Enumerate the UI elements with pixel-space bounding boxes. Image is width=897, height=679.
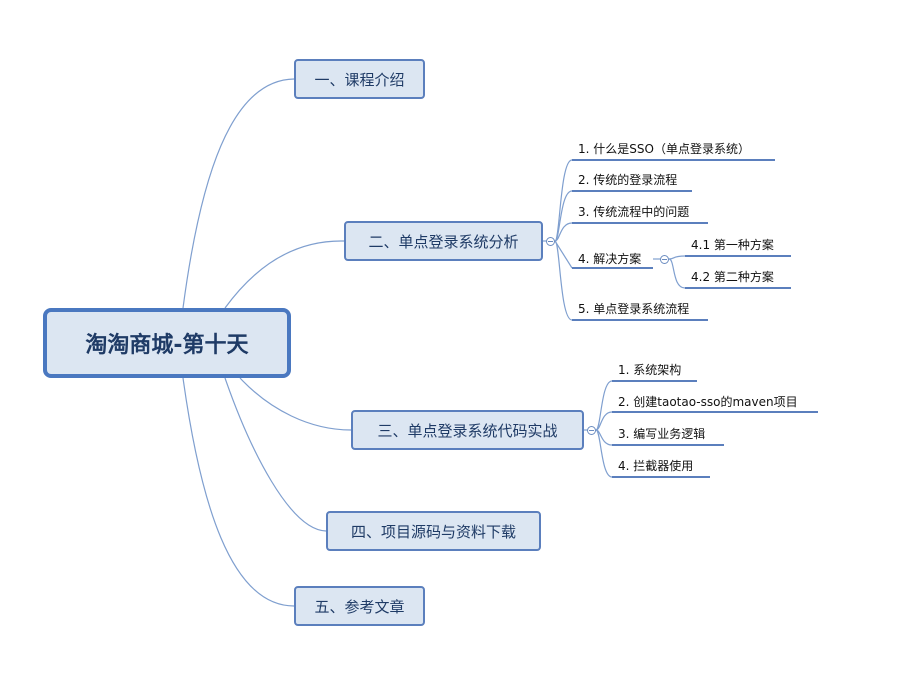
root-node[interactable]: 淘淘商城-第十天	[43, 308, 291, 378]
subtopic-solution-1[interactable]: 4.1 第一种方案	[691, 238, 774, 252]
topic-references[interactable]: 五、参考文章	[294, 586, 425, 626]
subtopic-sso-flow[interactable]: 5. 单点登录系统流程	[578, 302, 690, 316]
subtopic-solution-2[interactable]: 4.2 第二种方案	[691, 270, 774, 284]
topic-sso-analysis[interactable]: 二、单点登录系统分析	[344, 221, 543, 261]
subtopic-traditional-problems[interactable]: 3. 传统流程中的问题	[578, 205, 690, 219]
topic-label: 四、项目源码与资料下载	[350, 522, 516, 541]
subtopic-architecture[interactable]: 1. 系统架构	[618, 363, 682, 377]
collapse-toggle-icon[interactable]	[660, 255, 669, 264]
subtopic-create-project[interactable]: 2. 创建taotao-sso的maven项目	[618, 395, 798, 409]
subtopic-solution[interactable]: 4. 解决方案	[578, 252, 642, 266]
topic-label: 三、单点登录系统代码实战	[377, 421, 558, 440]
topic-label: 五、参考文章	[314, 597, 405, 616]
collapse-toggle-icon[interactable]	[587, 426, 596, 435]
topic-label: 一、课程介绍	[314, 70, 405, 89]
subtopic-interceptor[interactable]: 4. 拦截器使用	[618, 459, 694, 473]
subtopic-traditional-login[interactable]: 2. 传统的登录流程	[578, 173, 678, 187]
collapse-toggle-icon[interactable]	[546, 237, 555, 246]
topic-sso-code[interactable]: 三、单点登录系统代码实战	[351, 410, 584, 450]
topic-course-intro[interactable]: 一、课程介绍	[294, 59, 425, 99]
root-label: 淘淘商城-第十天	[85, 333, 249, 358]
topic-source-download[interactable]: 四、项目源码与资料下载	[326, 511, 541, 551]
subtopic-business-logic[interactable]: 3. 编写业务逻辑	[618, 427, 706, 441]
subtopic-what-is-sso[interactable]: 1. 什么是SSO（单点登录系统）	[578, 142, 750, 156]
topic-label: 二、单点登录系统分析	[368, 232, 519, 251]
